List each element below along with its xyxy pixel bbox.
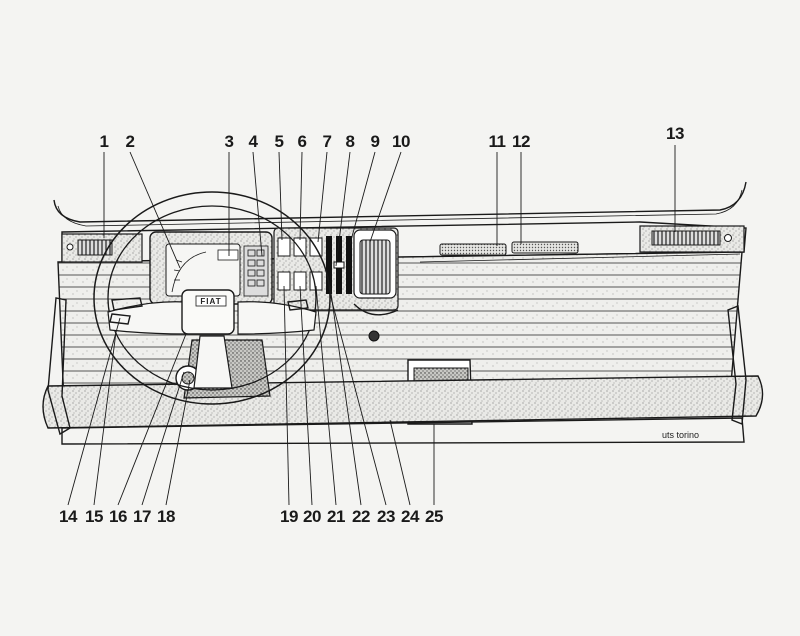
callout-20: 20 — [303, 507, 321, 526]
heater-slider-controls — [326, 236, 352, 294]
callout-9: 9 — [371, 132, 380, 151]
callout-10: 10 — [392, 132, 410, 151]
callout-8: 8 — [346, 132, 355, 151]
callout-1: 1 — [100, 132, 109, 151]
lower-dashboard-roll — [42, 375, 764, 445]
windscreen-demister-vents — [439, 241, 579, 256]
illustrator-credit: uts torino — [662, 430, 699, 440]
steering-hub-horn-pad: FIAT — [181, 289, 235, 335]
callout-13: 13 — [666, 124, 684, 143]
windscreen-edge — [53, 181, 747, 227]
callout-numbers: 1 2 3 4 5 6 7 8 9 10 11 12 13 14 15 16 1… — [59, 124, 684, 526]
callout-17: 17 — [133, 507, 151, 526]
instrument-cluster — [149, 231, 273, 305]
left-air-vent — [61, 233, 143, 263]
callout-25: 25 — [425, 507, 443, 526]
callout-14: 14 — [59, 507, 78, 526]
fiat-logo: FIAT — [200, 297, 221, 306]
callout-3: 3 — [225, 132, 234, 151]
side-struts — [47, 297, 747, 436]
callout-12: 12 — [512, 132, 530, 151]
callout-18: 18 — [157, 507, 175, 526]
warning-lights-panel — [243, 245, 269, 297]
centre-air-vent — [353, 229, 397, 299]
callout-11: 11 — [489, 132, 506, 151]
callout-23: 23 — [377, 507, 395, 526]
steering-column-stalks — [109, 297, 309, 325]
callout-21: 21 — [327, 507, 345, 526]
callout-5: 5 — [275, 132, 284, 151]
right-air-vent — [639, 225, 745, 253]
callout-6: 6 — [298, 132, 307, 151]
callout-24: 24 — [401, 507, 420, 526]
callout-22: 22 — [352, 507, 370, 526]
callout-16: 16 — [109, 507, 127, 526]
callout-4: 4 — [249, 132, 259, 151]
callout-7: 7 — [323, 132, 332, 151]
centre-switch-panel — [273, 227, 399, 342]
callout-2: 2 — [126, 132, 135, 151]
leader-lines — [67, 145, 676, 506]
callout-15: 15 — [85, 507, 103, 526]
callout-19: 19 — [280, 507, 298, 526]
